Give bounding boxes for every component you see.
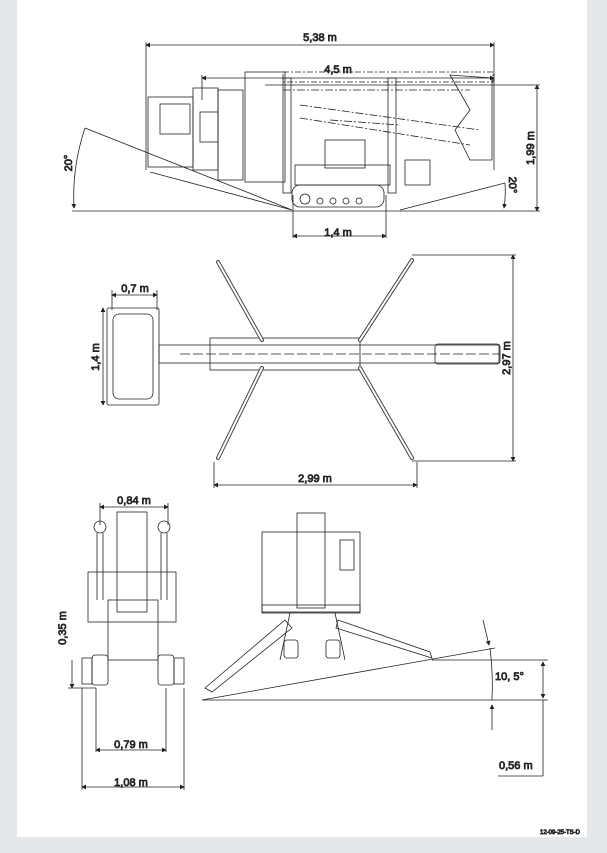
ground-clearance-label: 0,35 m bbox=[57, 611, 69, 645]
front-width-label: 0,84 m bbox=[117, 495, 151, 507]
slope-angle-label: 10, 5° bbox=[495, 671, 524, 683]
outrigger-view bbox=[201, 512, 548, 777]
height-label: 1,99 m bbox=[525, 131, 537, 165]
front-view bbox=[68, 503, 185, 790]
track-width-label: 0,79 m bbox=[114, 739, 148, 751]
outrigger-length-label: 2,99 m bbox=[298, 473, 332, 485]
level-range-label: 0,56 m bbox=[499, 760, 533, 772]
basket-width-label: 0,7 m bbox=[121, 283, 149, 295]
drawing-code: 12-09-25-TS-D bbox=[540, 830, 581, 836]
overall-length-label: 5,38 m bbox=[303, 32, 337, 44]
outrigger-width-label: 2,97 m bbox=[501, 341, 513, 375]
top-view bbox=[100, 254, 516, 488]
side-view bbox=[71, 42, 540, 239]
boom-length-label: 4,5 m bbox=[324, 64, 352, 76]
track-length-label: 1,4 m bbox=[324, 227, 352, 239]
overall-width-label: 1,08 m bbox=[114, 777, 148, 789]
basket-depth-label: 1,4 m bbox=[90, 343, 102, 371]
rear-angle-label: 20° bbox=[506, 177, 518, 194]
front-angle-label: 20° bbox=[63, 155, 75, 172]
